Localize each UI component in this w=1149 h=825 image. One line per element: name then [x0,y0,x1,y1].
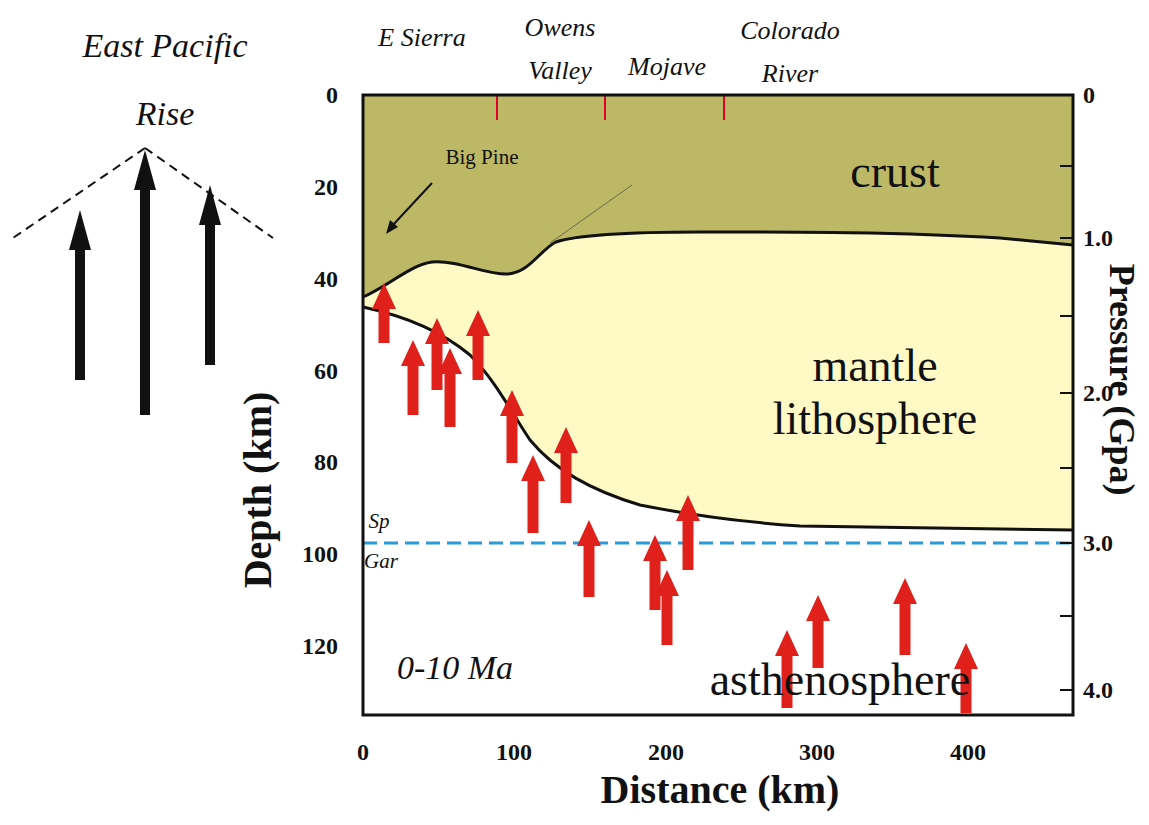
tick-label: 100 [496,738,532,767]
axis-ticks [1060,166,1073,690]
tick-label: 0 [1083,81,1095,110]
region-name: asthenosphere [710,654,971,707]
region-name: crust [850,146,939,199]
location-label: E Sierra [378,22,465,53]
arrow [554,427,578,503]
arrow [655,570,679,645]
arrow [134,150,156,415]
arrow [500,390,524,463]
region-label: asthenosphere [710,654,971,707]
age-label: 0-10 Ma [397,648,513,689]
arrow [69,210,91,380]
arrow [372,283,396,343]
phase-label: Gar [364,549,398,574]
arrow [893,578,917,655]
asthenosphere-region [363,95,1073,715]
crust-region [363,95,1073,297]
spinel-garnet-line [363,542,1073,545]
tick-label: 20 [314,173,338,202]
callout-label: Big Pine [446,145,519,170]
arrow [199,185,221,365]
arrow [438,348,462,427]
tick-label: 2.0 [1083,379,1113,408]
tick-label: 200 [648,738,684,767]
tick-label: 40 [314,265,338,294]
region-label: crust [850,146,939,199]
leader-head [386,220,398,234]
tick-label: 120 [302,632,338,661]
location-label: Colorado River [730,10,850,96]
arrow [521,455,545,533]
spreading-arrows [69,150,221,415]
phase-label: Sp [369,509,390,534]
region-label: mantle lithosphere [740,340,1010,446]
location-label: Owens Valley [510,7,610,93]
arrow [466,310,490,380]
tick-label: 80 [314,448,338,477]
location-label: Mojave [628,51,706,82]
plot-frame [363,95,1073,715]
moho-line [363,232,1073,297]
tick-label: 4.0 [1083,676,1113,705]
fault-line [550,185,632,243]
region-name: mantle lithosphere [740,340,1010,446]
arrow [577,520,601,597]
tick-label: 100 [302,540,338,569]
leader-line [392,183,432,226]
tick-label: 400 [950,738,986,767]
tick-label: 0 [326,81,338,110]
lab-line [363,307,1073,530]
location-ticks [497,95,724,120]
axis-title: Distance (km) [601,766,840,814]
axis-title: Depth (km) [234,392,282,589]
tick-label: 0 [357,738,369,767]
arrow [676,495,700,570]
arrow [401,340,425,415]
lithosphere-region [363,95,1073,530]
tick-label: 60 [314,357,338,386]
tick-label: 300 [799,738,835,767]
tick-label: 3.0 [1083,529,1113,558]
ridge-label: East Pacific Rise [60,12,270,148]
tick-label: 1.0 [1083,224,1113,253]
